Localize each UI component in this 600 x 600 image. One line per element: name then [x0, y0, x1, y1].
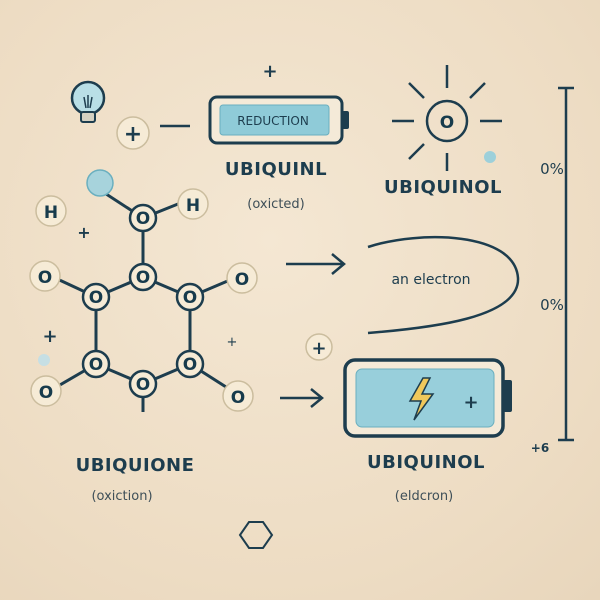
battery-bottom: +: [343, 358, 512, 438]
plus-sign: +: [42, 326, 57, 347]
blue-atom: [86, 169, 114, 197]
atom-h-bead: H: [35, 195, 67, 227]
atom-label: O: [39, 383, 53, 403]
atom-o-bead: O: [175, 282, 205, 312]
atom-label: O: [440, 113, 454, 133]
electron-arc-label: an electron: [391, 272, 470, 288]
atom-h-bead: H: [177, 188, 209, 220]
percent-top: 0%: [540, 160, 564, 178]
electron-arc: [367, 235, 520, 335]
atom-o-bead: O: [128, 203, 158, 233]
plus-bead-top: +: [116, 116, 150, 150]
sun-icon: O: [392, 65, 502, 171]
plus-six-label: +6: [531, 441, 549, 455]
percent-mid: 0%: [540, 296, 564, 314]
ubiquinl-subtitle: (oxicted): [247, 197, 305, 212]
atom-label: O: [231, 388, 245, 408]
plus-sign: +: [463, 392, 478, 413]
atom-label: O: [136, 268, 150, 288]
atom-label: O: [183, 355, 197, 375]
atom-label: O: [183, 288, 197, 308]
atom-label: O: [89, 288, 103, 308]
atom-o-bead: O: [128, 369, 158, 399]
atom-o-bead: O: [222, 380, 254, 412]
lightning-icon: [408, 377, 435, 421]
atom-o-bead: O: [30, 375, 62, 407]
atom-o-bead: O: [81, 349, 111, 379]
ubiquinol-bottom-subtitle: (eldcron): [395, 489, 453, 504]
plus-sign: +: [77, 223, 90, 242]
atom-o-bead: O: [128, 262, 158, 292]
plus-sign: +: [227, 335, 238, 350]
blue-dot: [38, 354, 50, 366]
atom-label: O: [38, 268, 52, 288]
atom-label: O: [136, 375, 150, 395]
ubiquinl-title: UBIQUINL: [225, 159, 327, 180]
plus-bead-mid: +: [305, 333, 333, 361]
atom-label: H: [186, 196, 200, 216]
plus-sign: +: [262, 61, 277, 82]
hexagon-icon: [238, 521, 274, 549]
blue-dot: [484, 151, 496, 163]
ubiquinol-top-title: UBIQUINOL: [384, 177, 502, 198]
ubiquione-title: UBIQUIONE: [76, 455, 195, 476]
atom-o-bead: O: [226, 262, 258, 294]
lightbulb-icon: [70, 80, 106, 123]
battery-label: REDUCTION: [237, 114, 309, 128]
right-bracket: [558, 86, 574, 442]
plus-sign: +: [311, 338, 326, 359]
atom-o-bead: O: [175, 349, 205, 379]
ubiquinol-bottom-title: UBIQUINOL: [367, 452, 485, 473]
plus-sign: +: [124, 122, 142, 147]
atom-o-bead: O: [81, 282, 111, 312]
battery-reduction: REDUCTION: [208, 95, 349, 145]
atom-label: O: [235, 270, 249, 290]
atom-o-bead: O: [29, 260, 61, 292]
atom-label: O: [89, 355, 103, 375]
atom-label: H: [44, 203, 58, 223]
atom-label: O: [136, 209, 150, 229]
arrow-right: [280, 388, 324, 408]
arrow-right: [286, 253, 346, 275]
ubiquione-subtitle: (oxiction): [91, 489, 152, 504]
